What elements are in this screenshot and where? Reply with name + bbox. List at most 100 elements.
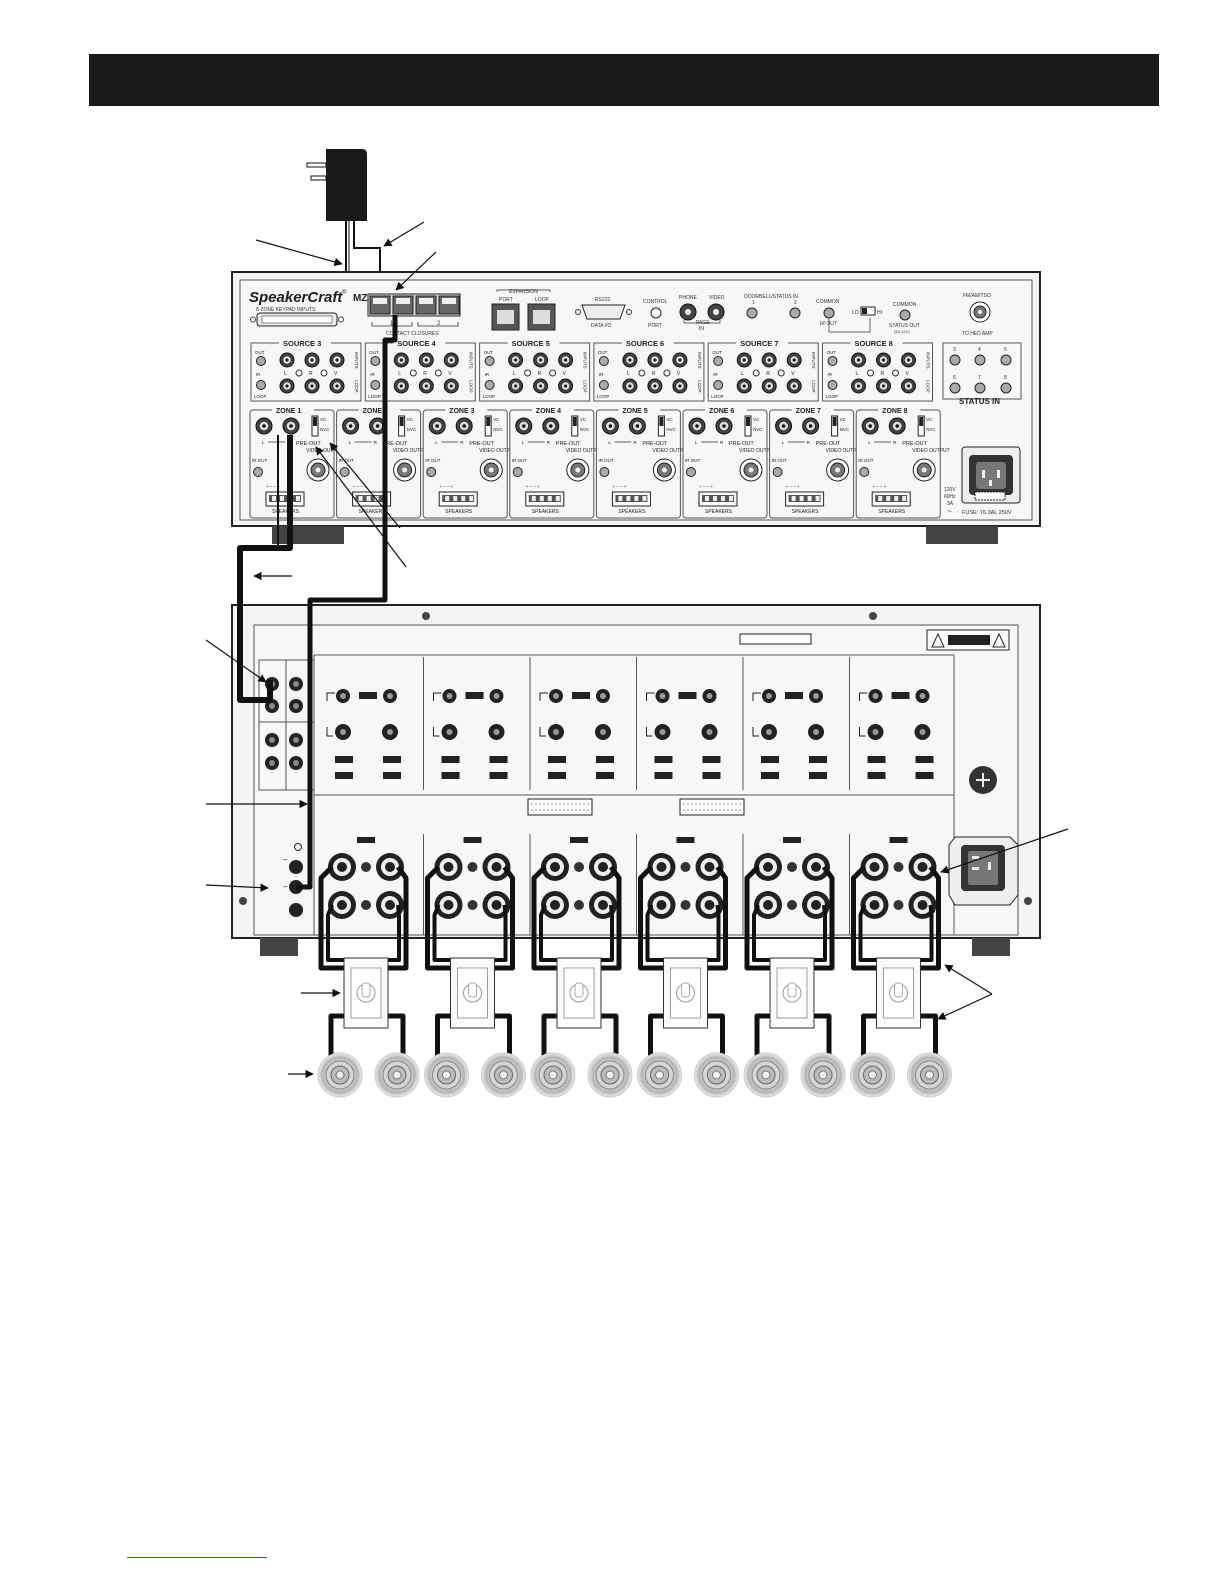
trigger-cable bbox=[296, 315, 398, 890]
inputs-label: INPUTS bbox=[697, 352, 702, 369]
zone-l-jack bbox=[688, 417, 706, 435]
ceiling-speaker bbox=[800, 1052, 846, 1098]
loop-side-label: LOOP bbox=[811, 380, 816, 393]
phone-label: PHONE bbox=[679, 295, 697, 301]
keypad-connector bbox=[250, 312, 344, 327]
zone-l-jack bbox=[342, 417, 360, 435]
expansion-port-label: PORT bbox=[499, 297, 513, 303]
rca-jack bbox=[761, 378, 777, 394]
ceiling-speaker bbox=[481, 1052, 526, 1098]
zone-r-jack bbox=[715, 417, 733, 435]
fuse-label: FUSE: T6.3AL 250V bbox=[962, 510, 1012, 516]
speakers-label: SPEAKERS bbox=[272, 509, 300, 515]
nvc-label: NVC bbox=[320, 427, 330, 432]
brand-tm: ® bbox=[342, 289, 347, 296]
zone-l-jack bbox=[775, 417, 793, 435]
polarity-label: + – – + bbox=[699, 484, 713, 489]
rca-jack bbox=[672, 352, 688, 368]
video-label: VIDEO bbox=[709, 295, 725, 301]
ceiling-speaker bbox=[850, 1052, 895, 1098]
ir-out-label: IR OUT bbox=[685, 458, 701, 463]
status-out: COMMON STATUS OUT (5V-12V) bbox=[889, 302, 920, 334]
source-title: SOURCE 8 bbox=[855, 339, 893, 348]
polarity-label: + – – + bbox=[526, 484, 540, 489]
expansion-ports: EXPANSION PORT LOOP bbox=[491, 289, 556, 331]
status-in-7: 7 bbox=[978, 375, 981, 381]
keypad-inputs-label: 8-ZONE KEYPAD INPUTS bbox=[256, 307, 316, 313]
header-bar bbox=[89, 54, 1159, 106]
control-port-label: CONTROL bbox=[643, 299, 668, 305]
zone-l-jack bbox=[861, 417, 879, 435]
nvc-label: NVC bbox=[407, 427, 417, 432]
amp-header-connectors bbox=[527, 798, 745, 816]
channel-label: R bbox=[309, 371, 313, 377]
callout-arrows bbox=[205, 221, 1069, 1079]
zone-r-label: R bbox=[720, 440, 724, 445]
ceiling-speaker bbox=[587, 1052, 633, 1098]
channel-label: R bbox=[538, 371, 542, 377]
status-in-4: 4 bbox=[978, 347, 981, 353]
rca-jack bbox=[508, 378, 524, 394]
source-loop-label: LOOP bbox=[826, 394, 839, 399]
inputs-label: INPUTS bbox=[468, 352, 473, 369]
ceiling-speaker bbox=[743, 1052, 789, 1098]
source-loop-label: LOOP bbox=[254, 394, 267, 399]
ir-out-switch: COMMON IR OUT LO HI bbox=[816, 299, 882, 333]
amp-channel bbox=[529, 657, 617, 935]
rca-jack bbox=[876, 378, 891, 394]
contact-closures-label: CONTACT CLOSURES bbox=[386, 331, 439, 337]
speakers-label: SPEAKERS bbox=[445, 509, 473, 515]
preout-label: PRE-OUT bbox=[469, 441, 494, 447]
channel-label: R bbox=[881, 371, 885, 377]
rs232-port: RS232 DATA I/O bbox=[575, 297, 632, 329]
source-out-label: OUT bbox=[598, 350, 608, 355]
video-output-label: VIDEO OUTPUT bbox=[306, 448, 344, 454]
ceiling-speakers bbox=[317, 1052, 952, 1098]
rca-jack bbox=[329, 378, 345, 394]
zone-title: ZONE 7 bbox=[796, 408, 821, 415]
preout-label: PRE-OUT bbox=[556, 441, 581, 447]
rca-jack bbox=[622, 352, 638, 368]
video-output-label: VIDEO OUTPUT bbox=[479, 448, 517, 454]
speakers-label: SPEAKERS bbox=[705, 509, 733, 515]
channel-label: R bbox=[423, 371, 427, 377]
rca-jack bbox=[508, 352, 524, 368]
contact-closure-terminals: 1 2 CONTACT CLOSURES bbox=[367, 293, 461, 337]
status-in-label: STATUS IN bbox=[959, 397, 1000, 406]
volume-control bbox=[450, 957, 495, 1029]
preout-label: PRE-OUT bbox=[296, 441, 321, 447]
amp-channel bbox=[636, 657, 724, 935]
source-title: SOURCE 6 bbox=[626, 339, 664, 348]
expansion-label: EXPANSION bbox=[509, 289, 538, 295]
fm-am-tso: FM/AM/TSO TO HED AMP bbox=[962, 293, 993, 337]
rca-jack bbox=[393, 378, 409, 394]
video-output-label: VIDEO OUTPUT bbox=[566, 448, 604, 454]
preout-label: PRE-OUT bbox=[383, 441, 408, 447]
rca-jack bbox=[761, 352, 777, 368]
preout-label: PRE-OUT bbox=[642, 441, 667, 447]
common1-label: COMMON bbox=[816, 299, 840, 305]
preout-label: PRE-OUT bbox=[729, 441, 754, 447]
channel-label: R bbox=[652, 371, 656, 377]
ir-out-label: IR OUT bbox=[252, 458, 268, 463]
svg-text:–: – bbox=[283, 855, 288, 864]
page-in-label: IN bbox=[699, 326, 704, 332]
source-title: SOURCE 4 bbox=[397, 339, 436, 348]
source-out-label: OUT bbox=[255, 350, 265, 355]
ceiling-speaker bbox=[694, 1052, 739, 1098]
rca-jack bbox=[558, 378, 574, 394]
nvc-label: NVC bbox=[666, 427, 676, 432]
zone-l-label: L bbox=[349, 440, 352, 445]
inputs-label: INPUTS bbox=[354, 352, 359, 369]
zone-title: ZONE 5 bbox=[622, 408, 647, 415]
zone-l-jack bbox=[255, 417, 273, 435]
amp-channel bbox=[423, 657, 511, 935]
speakers-label: SPEAKERS bbox=[618, 509, 646, 515]
